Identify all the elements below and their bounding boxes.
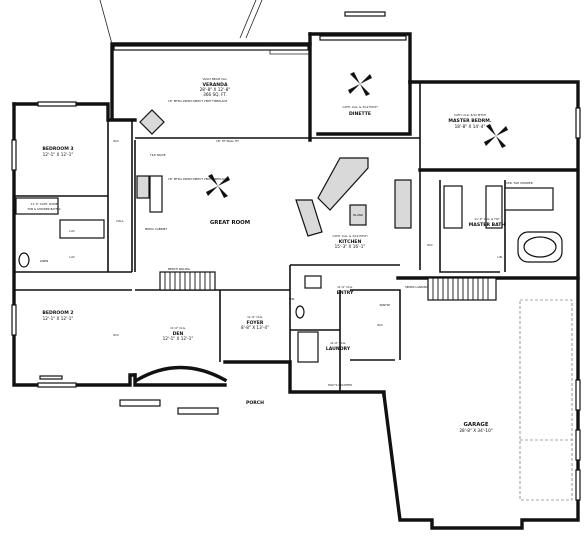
den-dim-label: 12'-1" X 12'-1" (163, 336, 194, 341)
sends-landing-label: SENDS LANDING (405, 285, 428, 289)
kitchen-dim-label: 15'-3" X 16'-1" (335, 244, 366, 249)
porch-label: PORCH (246, 400, 264, 406)
stairs-main (159, 271, 216, 291)
deck-lines (99, 0, 407, 55)
bath2-clg-label: 11'-0" CATH. DOME (30, 202, 57, 206)
fireplace-great-room (136, 175, 150, 199)
dinette-label: DINETTE (349, 111, 371, 117)
fireplace-top (139, 109, 165, 135)
toilet-bath2 (18, 252, 30, 268)
den-label: DEN (173, 331, 184, 337)
bedroom3-dim-label: 12'-1" X 12'-1" (43, 152, 74, 157)
fan-icon-great-room (206, 174, 230, 198)
garage-details (519, 299, 573, 501)
garage-label: GARAGE (463, 422, 488, 428)
left-wing-wall (12, 102, 137, 387)
tile-space-label: TILE SPACE (149, 153, 166, 157)
media-cabinet (149, 175, 163, 213)
wic-bedroom3-label: W/C (113, 139, 119, 143)
fan-icon-master (484, 124, 508, 148)
bedroom2-label: BEDROOM 2 (42, 310, 73, 316)
linen-label: LINEN (40, 259, 48, 263)
entry-label: ENTRY (337, 290, 354, 296)
windows (11, 11, 581, 501)
veranda-wall (110, 32, 412, 120)
entry-walls (290, 264, 400, 392)
dinette-clg-label: CATH. CLG. & 3/12 PITCH (343, 105, 378, 109)
bedroom2-dim-label: 12'-1" X 12'-1" (43, 316, 74, 321)
lav2-label: LAV (69, 255, 74, 259)
kitchen-counters (295, 157, 412, 237)
great-room-label: GREAT ROOM (210, 220, 250, 226)
veranda-dim-label: 28'-8" X 12'-8" (200, 87, 231, 92)
hall-label: HALL (116, 219, 124, 223)
den-bay-wall (134, 365, 228, 383)
hall-wall (107, 120, 133, 272)
entry-clg-label: 11'-0" CLG. (337, 285, 353, 289)
cer-tile-shower-label: CER. TILE SHOWER (506, 181, 533, 185)
wic-master-label: W/C (427, 243, 433, 247)
fireplace-mid-label: 18" PETAL PRISM DIRECT VENT FIREPLACE (168, 177, 227, 181)
kitchen-label: KITCHEN (339, 239, 362, 245)
polys-counter-label: POLY'S COUNTER (328, 383, 352, 387)
lav1-label: LAV (69, 229, 74, 233)
bath2-label: TUB & SHOWER BATH 2 (26, 207, 60, 211)
fixtures (15, 109, 563, 363)
wic-bedroom2-label: W/C (113, 333, 119, 337)
bench-railing-label: BENCH RAILING (168, 267, 190, 271)
fan-icon-dinette (348, 72, 372, 96)
master-bath-label: MASTER BATH (469, 222, 506, 228)
vanity-bath2 (59, 219, 105, 239)
wic-laundry-label: W/C (377, 323, 383, 327)
foyer-label: FOYER (247, 320, 264, 326)
tub-bath2 (15, 197, 59, 215)
kitchen-clg-label: CATH. CLG. & 3/12 PITCH (333, 234, 368, 238)
wall-ht-label: 18" HT WALL HT. (216, 139, 239, 143)
garage-dim-label: 28'-8" X 34'-10" (459, 428, 492, 433)
pdr-sink (304, 275, 322, 289)
master-bedroom-dim-label: 18'-8" X 14'-4" (455, 124, 486, 129)
master-bedroom-label: MASTER BEDRM. (448, 118, 491, 124)
media-cabinet-label: MEDIA CABINET (145, 227, 167, 231)
veranda-label: VERANDA (203, 82, 228, 88)
master-bath-clg-label: 11'-0" CLG. & FOY (474, 217, 499, 221)
linen2-label: LIN. (497, 255, 502, 259)
interior-walls (14, 82, 506, 392)
veranda-clg-label: VAULT BEAM CLG. (203, 77, 228, 81)
pdr-label: PDR. (289, 297, 296, 301)
toilet-pdr (295, 305, 305, 319)
vanity-master-2 (485, 185, 503, 229)
foyer-clg-label: 11'-0" CLG. (247, 315, 263, 319)
island-label: ISLAND (353, 213, 363, 217)
dinette-wall (308, 32, 412, 142)
garage-wall (382, 276, 580, 530)
vanity-master-1 (443, 185, 463, 229)
master-bedroom-wall (408, 80, 580, 280)
stairs-garage (427, 277, 497, 301)
laundry-clg-label: 11'-0" CLG. (330, 341, 346, 345)
bedroom3-label: BEDROOM 3 (42, 146, 73, 152)
veranda-sqft-label: 366 SQ. FT. (203, 92, 227, 97)
master-clg-label: CATH. CLG. 8/12 PITCH (454, 113, 486, 117)
fireplace-top-label: 18" PETAL PRISM DIRECT VENT FIREPLACE (168, 99, 227, 103)
laundry-machines (297, 331, 319, 363)
shower-master (504, 187, 554, 211)
laundry-walls (350, 289, 401, 361)
den-clg-label: 11'-0" CLG. (170, 326, 186, 330)
laundry-label: LAUNDRY (326, 346, 351, 352)
foyer-dim-label: 8'-8" X 13'-4" (241, 325, 269, 330)
pantry-label: PANTRY (380, 303, 391, 307)
